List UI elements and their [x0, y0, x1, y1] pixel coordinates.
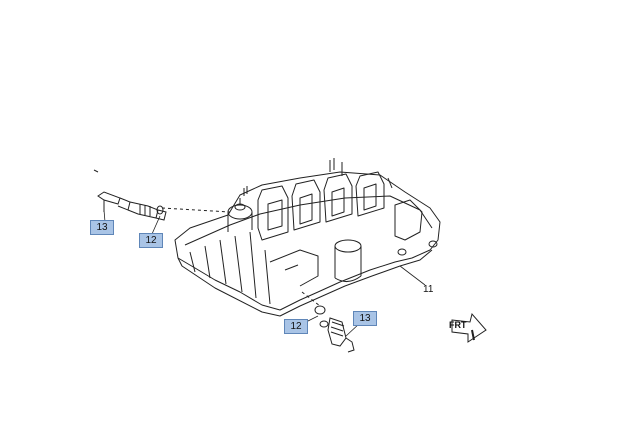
frt-arrow-icon	[451, 312, 487, 343]
callout-12-lower: 12	[284, 319, 308, 334]
callout-13-upper: 13	[90, 220, 114, 235]
callout-12-upper: 12	[139, 233, 163, 248]
leader-12-upper	[151, 215, 161, 235]
frt-label: FRT	[449, 320, 467, 330]
callout-13-lower: 13	[353, 311, 377, 326]
valve-cover-housing	[174, 158, 441, 317]
lower-solenoid-assembly	[301, 291, 355, 353]
callout-11: 11	[423, 284, 434, 295]
leader-11	[399, 265, 426, 286]
leader-12-lower	[305, 315, 319, 323]
upper-solenoid-assembly	[93, 169, 231, 221]
